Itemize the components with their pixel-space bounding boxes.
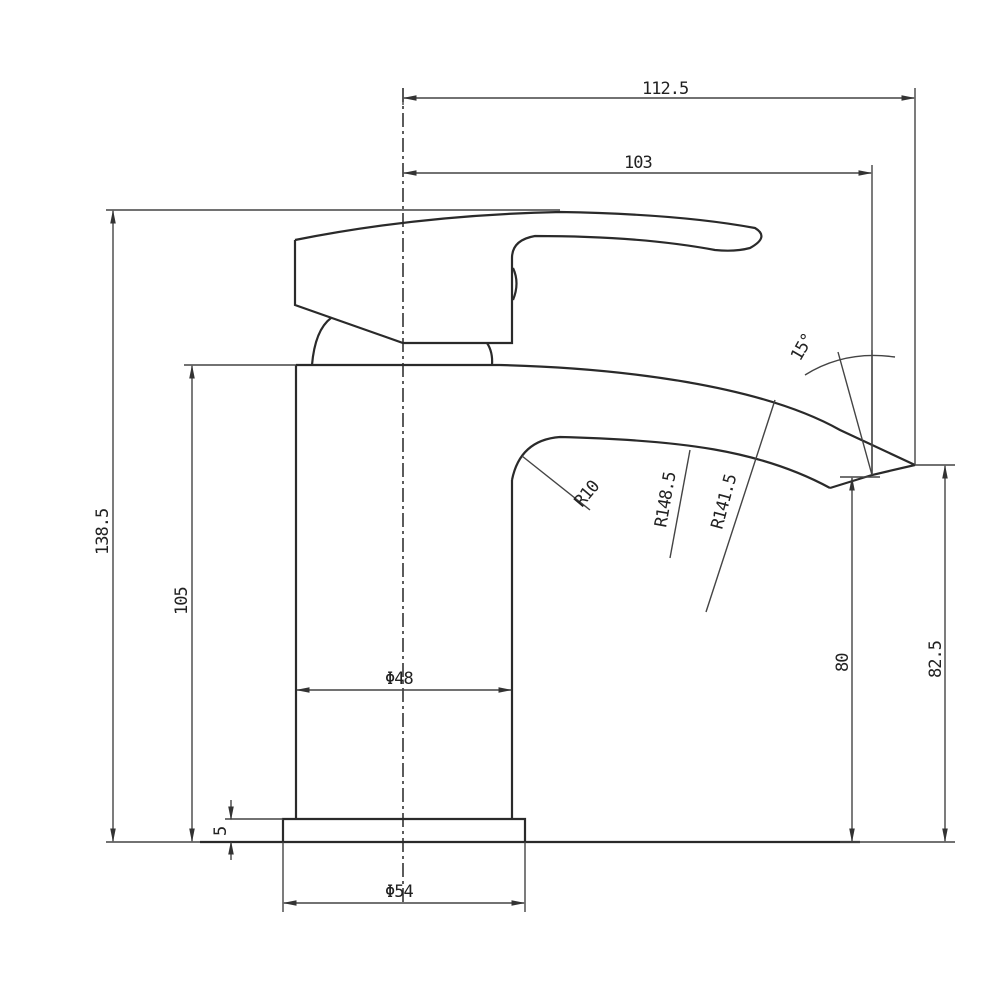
label-r10: R10 bbox=[571, 477, 605, 512]
label-base-thickness: 5 bbox=[211, 827, 231, 836]
lever-handle bbox=[293, 210, 763, 345]
dim-spout-reach: 103 bbox=[402, 153, 873, 475]
label-spout-angle: 15° bbox=[787, 330, 818, 364]
label-r141-5: R141.5 bbox=[708, 473, 742, 532]
dim-body-height: 105 bbox=[172, 364, 296, 843]
label-spout-reach: 103 bbox=[624, 153, 652, 173]
dim-body-diameter: Φ48 bbox=[295, 669, 513, 693]
base-plate bbox=[281, 817, 527, 842]
spout-upper-edge bbox=[499, 363, 916, 466]
dim-spout-angle: 15° bbox=[787, 330, 896, 476]
label-r148-5: R148.5 bbox=[651, 471, 680, 529]
dim-overall-reach: 112.5 bbox=[402, 79, 916, 465]
lever-dome-left bbox=[310, 317, 332, 366]
dim-outlet-height: 80 bbox=[833, 476, 880, 843]
dim-tip-height: 82.5 bbox=[860, 464, 955, 843]
dim-r10: R10 bbox=[521, 455, 605, 512]
label-body-diameter: Φ48 bbox=[385, 669, 413, 689]
label-body-height: 105 bbox=[172, 587, 192, 615]
label-overall-height: 138.5 bbox=[93, 509, 113, 555]
label-tip-height: 82.5 bbox=[926, 641, 946, 678]
tap-body bbox=[294, 363, 514, 819]
dim-r148-5: R148.5 bbox=[651, 449, 691, 559]
dim-base-thickness: 5 bbox=[211, 800, 283, 860]
label-outlet-height: 80 bbox=[833, 653, 853, 672]
label-overall-reach: 112.5 bbox=[642, 79, 688, 99]
spout-lower-edge bbox=[510, 435, 831, 489]
dim-r141-5: R141.5 bbox=[705, 399, 776, 613]
dim-base-diameter: Φ54 bbox=[282, 842, 526, 912]
dim-overall-height: 138.5 bbox=[93, 209, 560, 843]
lever-dome-right bbox=[486, 342, 494, 366]
label-base-diameter: Φ54 bbox=[385, 882, 413, 902]
